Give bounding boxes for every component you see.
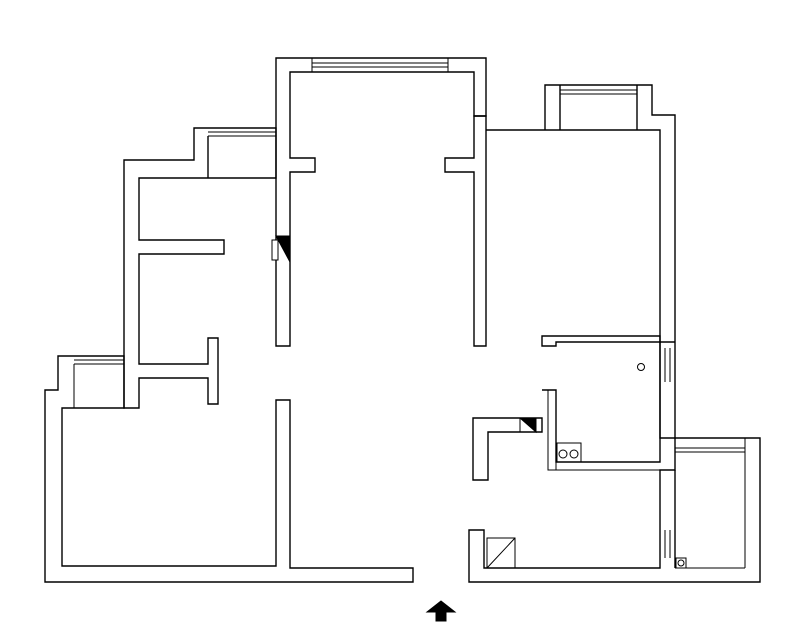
right-bedroom-walls — [486, 84, 676, 439]
living-room-walls — [275, 57, 487, 347]
left-bedroom-walls — [123, 127, 277, 409]
balcony-window — [675, 438, 746, 569]
bottom-left-window — [73, 359, 124, 408]
kitchen-door-marker — [518, 417, 543, 434]
bottom-left-room-walls — [44, 355, 414, 583]
bathroom-walls — [468, 437, 761, 583]
kitchen-sink-icon — [637, 363, 645, 371]
floor-drain-icon — [675, 557, 687, 569]
kitchen-window — [664, 348, 671, 382]
top-window — [311, 58, 449, 72]
bathroom-window — [664, 530, 671, 558]
kitchen-walls — [472, 341, 675, 481]
left-top-window — [208, 131, 276, 137]
entrance-arrow-icon — [425, 600, 457, 622]
right-top-window — [560, 89, 637, 95]
stove-icon — [556, 442, 582, 463]
shower-icon — [486, 537, 516, 569]
left-door-marker — [271, 235, 291, 263]
